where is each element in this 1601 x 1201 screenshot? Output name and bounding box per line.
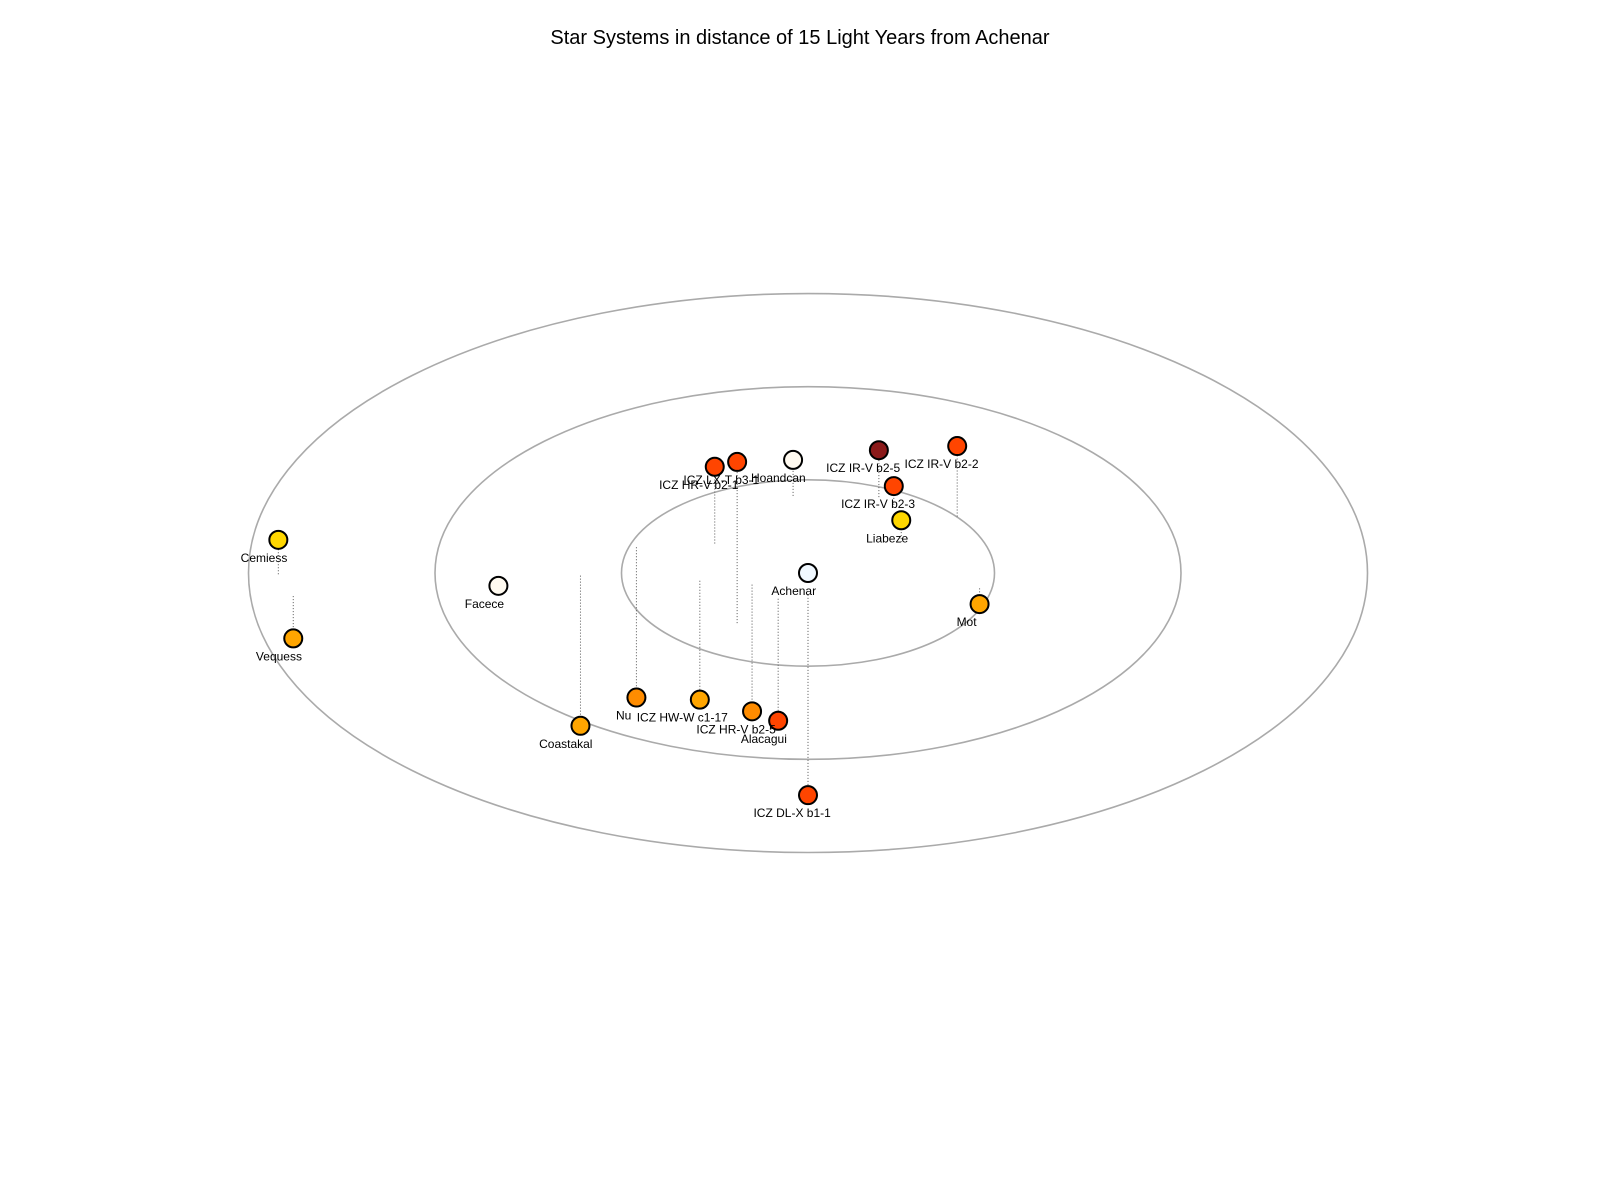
ring-5ly — [620, 479, 996, 667]
star-icz-ir-v-b2-3[interactable] — [883, 476, 904, 497]
star-icz-hr-v-b2-1[interactable] — [704, 456, 725, 477]
star-cemiess[interactable] — [268, 529, 289, 550]
label-cemiess: Cemiess — [241, 551, 288, 565]
star-facece[interactable] — [488, 575, 509, 596]
label-icz-dl-x-b1-1: ICZ DL-X b1-1 — [753, 806, 831, 820]
ring-10ly — [434, 385, 1182, 761]
ring-15ly — [247, 292, 1369, 854]
star-nu[interactable] — [626, 687, 647, 708]
label-coastakal: Coastakal — [539, 737, 592, 751]
star-hoandcan[interactable] — [783, 449, 804, 470]
star-achenar[interactable] — [798, 563, 818, 583]
star-vequess[interactable] — [283, 628, 304, 649]
star-liabeze[interactable] — [891, 510, 912, 531]
label-alacagui: Alacagui — [741, 732, 787, 746]
label-icz-ir-v-b2-5: ICZ IR-V b2-5 — [826, 461, 900, 475]
distance-rings — [247, 292, 1369, 854]
star-mot[interactable] — [969, 594, 990, 615]
label-vequess: Vequess — [256, 649, 302, 663]
label-icz-ir-v-b2-3: ICZ IR-V b2-3 — [841, 497, 915, 511]
label-achenar: Achenar — [771, 584, 816, 598]
star-icz-hr-v-b2-5[interactable] — [742, 701, 763, 722]
label-icz-ir-v-b2-2: ICZ IR-V b2-2 — [904, 457, 978, 471]
star-icz-lx-t-b3-1[interactable] — [727, 451, 748, 472]
star-icz-ir-v-b2-2[interactable] — [947, 436, 968, 457]
star-icz-ir-v-b2-5[interactable] — [868, 440, 889, 461]
label-liabeze: Liabeze — [866, 531, 908, 545]
star-coastakal[interactable] — [570, 715, 591, 736]
label-facece: Facece — [465, 597, 505, 611]
star-icz-dl-x-b1-1[interactable] — [798, 785, 818, 806]
label-hoandcan: Hoandcan — [751, 471, 806, 485]
label-mot: Mot — [957, 615, 978, 629]
label-icz-hw-w-c1-17: ICZ HW-W c1-17 — [637, 711, 728, 725]
label-icz-lx-t-b3-1: ICZ LX-T b3-1 — [683, 473, 759, 487]
label-icz-hr-v-b2-1: ICZ HR-V b2-1 — [659, 478, 739, 492]
chart-title: Star Systems in distance of 15 Light Yea… — [550, 27, 1050, 49]
star-icz-hw-w-c1-17[interactable] — [689, 689, 710, 710]
star-markers — [268, 436, 990, 806]
star-alacagui[interactable] — [768, 710, 789, 731]
label-icz-hr-v-b2-5: ICZ HR-V b2-5 — [696, 722, 776, 736]
label-nu: Nu — [616, 709, 631, 723]
